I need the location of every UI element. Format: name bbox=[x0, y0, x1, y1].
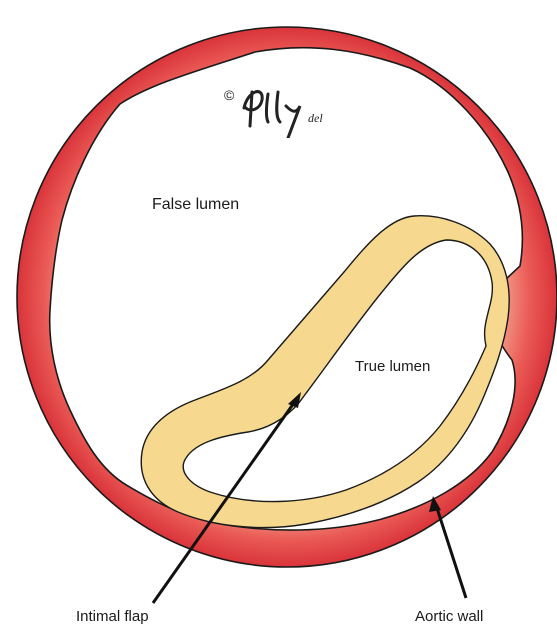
svg-text:©: © bbox=[224, 87, 235, 103]
aortic-wall-label: Aortic wall bbox=[415, 608, 483, 625]
true-lumen-label: True lumen bbox=[355, 358, 430, 375]
false-lumen-label: False lumen bbox=[152, 196, 239, 214]
svg-text:del: del bbox=[308, 111, 323, 125]
artist-signature-logo: © del bbox=[222, 78, 342, 138]
intimal-flap-label: Intimal flap bbox=[76, 608, 149, 625]
